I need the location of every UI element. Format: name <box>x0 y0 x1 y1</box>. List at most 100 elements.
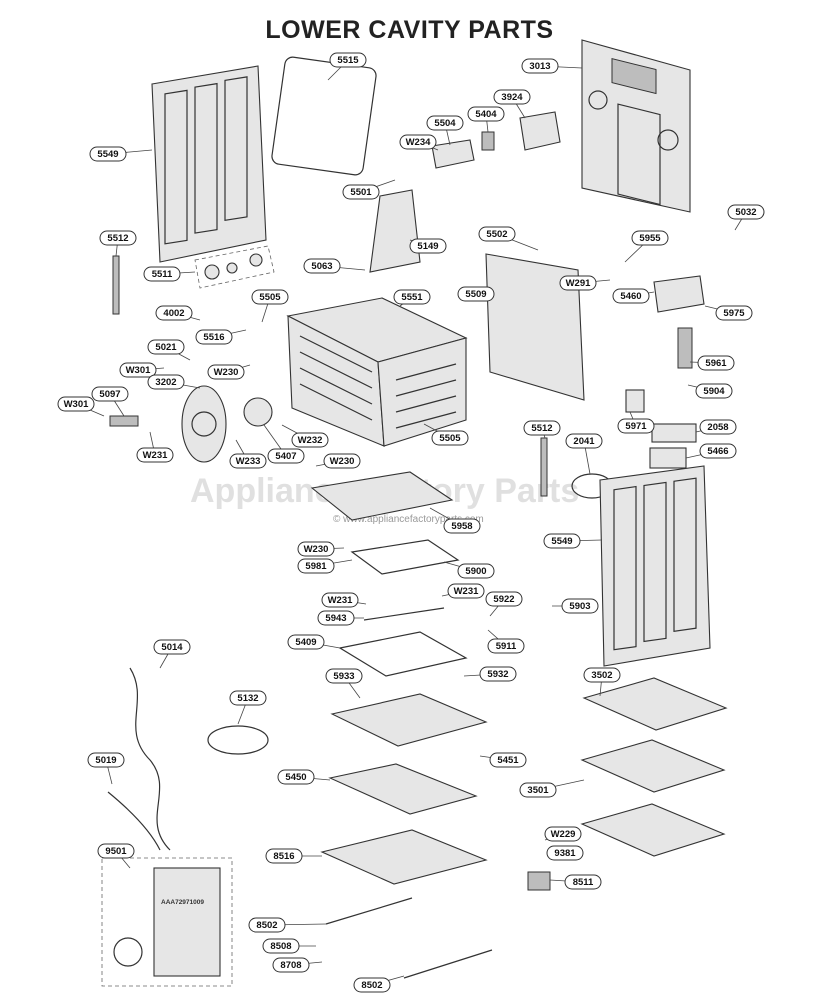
part-label-2041: 2041 <box>565 433 603 449</box>
part-label-5971: 5971 <box>617 418 655 434</box>
part-label-5460: 5460 <box>612 288 650 304</box>
part-broil-frame <box>350 539 460 575</box>
part-5404 <box>481 131 495 151</box>
part-label-5132: 5132 <box>229 690 267 706</box>
part-8511 <box>527 871 551 891</box>
part-number: 5516 <box>203 332 224 343</box>
part-bar-5943 <box>363 607 445 621</box>
part-label-w231: W231 <box>447 583 485 599</box>
part-number: 3924 <box>501 92 523 103</box>
part-label-5961: 5961 <box>697 355 735 371</box>
part-label-5932: 5932 <box>479 666 517 682</box>
part-number: W301 <box>64 399 90 410</box>
part-label-w230: W230 <box>323 453 361 469</box>
part-label-w301: W301 <box>57 396 95 412</box>
part-label-5032: 5032 <box>727 204 765 220</box>
part-fan-cover <box>181 385 227 463</box>
part-number: 8502 <box>361 980 382 991</box>
part-number: 9501 <box>105 846 127 857</box>
part-number: 5961 <box>705 358 727 369</box>
part-label-5549: 5549 <box>543 533 581 549</box>
part-label-8508: 8508 <box>262 938 300 954</box>
part-number: 4002 <box>163 308 184 319</box>
part-rear-panel <box>581 39 691 213</box>
part-label-w291: W291 <box>559 275 597 291</box>
part-lamp-assembly <box>194 245 275 289</box>
part-label-8516: 8516 <box>265 848 303 864</box>
part-label-5975: 5975 <box>715 305 753 321</box>
part-label-5551: 5551 <box>393 289 431 305</box>
part-label-5922: 5922 <box>485 591 523 607</box>
part-kit-disc <box>113 937 143 967</box>
part-number: 5943 <box>325 613 346 624</box>
part-side-panel-left <box>151 65 267 263</box>
part-label-5505: 5505 <box>251 289 289 305</box>
part-number: W231 <box>328 595 354 606</box>
part-label-w234: W234 <box>399 134 437 150</box>
part-label-5903: 5903 <box>561 598 599 614</box>
part-number: 5904 <box>703 386 725 397</box>
part-label-3013: 3013 <box>521 58 559 74</box>
part-number: 5407 <box>275 451 296 462</box>
part-number: 3202 <box>155 377 176 388</box>
part-number: 5505 <box>439 433 461 444</box>
part-label-w231: W231 <box>136 447 174 463</box>
part-fan-blade <box>243 397 273 427</box>
part-rail-lower <box>403 949 493 979</box>
part-number: W230 <box>214 367 239 378</box>
part-label-5409: 5409 <box>287 634 325 650</box>
part-rail-upper <box>325 897 413 925</box>
part-label-w230: W230 <box>207 364 245 380</box>
part-label-9501: 9501 <box>97 843 135 859</box>
part-number: 8508 <box>270 941 291 952</box>
part-5097 <box>109 415 139 427</box>
part-number: 3501 <box>527 785 549 796</box>
part-label-5958: 5958 <box>443 518 481 534</box>
part-number: 5504 <box>434 118 456 129</box>
part-kit-9501-frame <box>101 857 233 987</box>
part-label-5019: 5019 <box>87 752 125 768</box>
part-label-3502: 3502 <box>583 667 621 683</box>
part-number: 5981 <box>305 561 327 572</box>
part-number: W230 <box>330 456 355 467</box>
part-number: 5932 <box>487 669 508 680</box>
part-label-3501: 3501 <box>519 782 557 798</box>
part-label-5943: 5943 <box>317 610 355 626</box>
part-number: 3013 <box>529 61 550 72</box>
part-number: W234 <box>406 137 432 148</box>
part-number: 3502 <box>591 670 612 681</box>
part-number: 5971 <box>625 421 647 432</box>
part-duct-5149 <box>369 189 421 273</box>
part-number: W231 <box>454 586 480 597</box>
part-number: 5955 <box>639 233 661 244</box>
part-number: 5460 <box>620 291 641 302</box>
part-rack-3502 <box>582 677 728 731</box>
part-label-5149: 5149 <box>409 238 447 254</box>
part-label-5451: 5451 <box>489 752 527 768</box>
part-label-w229: W229 <box>544 826 582 842</box>
part-label-5509: 5509 <box>457 286 495 302</box>
part-label-3202: 3202 <box>147 374 185 390</box>
part-number: 5551 <box>401 292 423 303</box>
part-heating-element <box>338 631 468 677</box>
part-5504 <box>431 139 475 169</box>
part-label-5063: 5063 <box>303 258 341 274</box>
part-label-5511: 5511 <box>143 266 181 282</box>
part-cover-5450 <box>328 763 478 815</box>
part-number: 5900 <box>465 566 486 577</box>
part-bracket-3924 <box>519 111 561 151</box>
part-5961 <box>677 327 693 369</box>
part-label-5021: 5021 <box>147 339 185 355</box>
part-number: W291 <box>566 278 592 289</box>
part-number: 5509 <box>465 289 486 300</box>
part-number: W230 <box>304 544 329 555</box>
part-number: 5549 <box>97 149 118 160</box>
part-label-5911: 5911 <box>487 638 525 654</box>
part-5466 <box>649 447 687 469</box>
part-base-8516 <box>320 829 488 885</box>
part-kit-bag <box>153 867 221 977</box>
part-number: W301 <box>126 365 152 376</box>
part-number: 5549 <box>551 536 572 547</box>
